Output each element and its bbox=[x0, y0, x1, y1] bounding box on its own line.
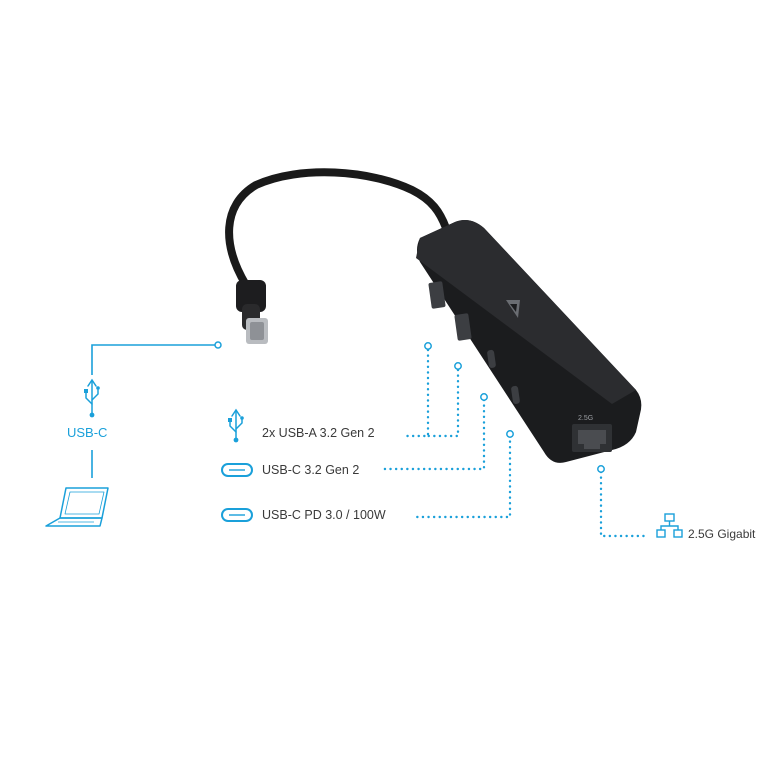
usb-c-port-1 bbox=[487, 349, 496, 368]
ethernet-port-label: 2.5G bbox=[578, 415, 593, 422]
usb-icon bbox=[84, 378, 100, 418]
dot-usb-c bbox=[480, 393, 488, 401]
port-label-usb-c-pd: USB-C PD 3.0 / 100W bbox=[262, 508, 386, 522]
host-label: USB-C bbox=[67, 425, 108, 440]
dot-usb-a-1 bbox=[424, 342, 432, 350]
port-label-usb-a: 2x USB-A 3.2 Gen 2 bbox=[262, 426, 375, 440]
leader-ethernet bbox=[599, 470, 650, 538]
usb-icon bbox=[228, 408, 244, 443]
usb-c-port-icon bbox=[221, 463, 253, 477]
laptop-icon bbox=[45, 487, 109, 527]
port-label-ethernet: 2.5G Gigabit bbox=[688, 527, 756, 541]
dot-ethernet bbox=[597, 465, 605, 473]
hub-device bbox=[416, 220, 642, 463]
usb-c-cable bbox=[225, 168, 450, 289]
leader-dots bbox=[424, 342, 605, 473]
leader-usb-c bbox=[381, 398, 486, 471]
host-connector-line bbox=[91, 344, 218, 478]
ethernet-port bbox=[572, 424, 612, 452]
dot-usb-a-2 bbox=[454, 362, 462, 370]
leader-usb-a-2 bbox=[426, 368, 460, 438]
port-label-usb-c: USB-C 3.2 Gen 2 bbox=[262, 463, 360, 477]
leader-usb-a-1 bbox=[400, 348, 430, 438]
v7-logo bbox=[506, 300, 520, 318]
usb-c-port-2 bbox=[511, 385, 520, 404]
usb-a-port-1 bbox=[428, 281, 446, 309]
usb-a-port-2 bbox=[454, 313, 472, 341]
leader-lines bbox=[381, 348, 650, 538]
usb-c-plug bbox=[236, 280, 268, 344]
network-icon bbox=[656, 513, 683, 538]
host-connector-dot bbox=[214, 341, 222, 349]
leader-usb-c-pd bbox=[411, 434, 512, 519]
dot-usb-c-pd bbox=[506, 430, 514, 438]
usb-c-port-icon bbox=[221, 508, 253, 522]
